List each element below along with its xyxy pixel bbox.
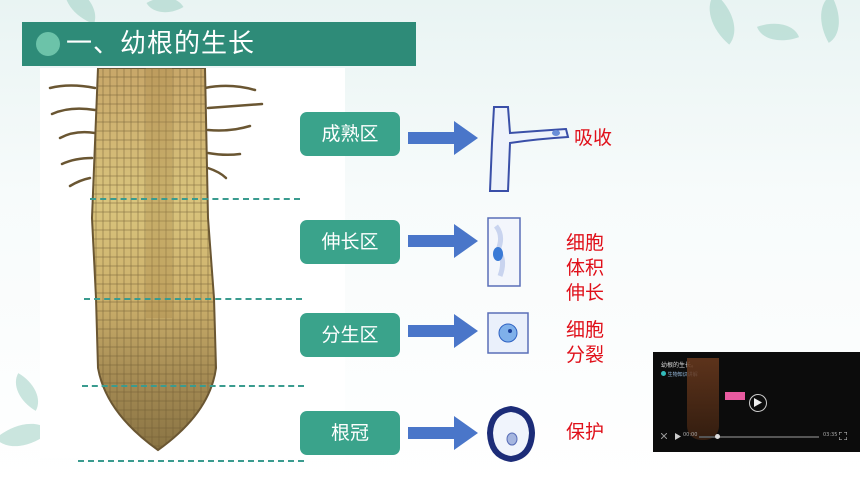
arrow-right-icon bbox=[408, 224, 478, 258]
video-thumbnail-root bbox=[687, 358, 719, 440]
function-label-mature: 吸收 bbox=[574, 127, 613, 149]
decorative-leaf bbox=[695, 0, 749, 45]
decorative-leaf bbox=[56, 0, 104, 24]
video-badge bbox=[725, 392, 745, 400]
arrow-right-icon bbox=[408, 121, 478, 155]
play-button[interactable] bbox=[749, 394, 767, 412]
decorative-leaf bbox=[756, 14, 800, 50]
title-bar: 一、幼根的生长 bbox=[22, 22, 416, 66]
video-player[interactable]: 幼根的生长。 生物知识讲解 00:00 03:35 bbox=[653, 352, 860, 452]
channel-icon bbox=[661, 371, 666, 376]
root-cap-cell-illustration bbox=[487, 406, 535, 462]
function-label-cap: 保护 bbox=[566, 421, 605, 443]
video-progress-track[interactable] bbox=[699, 436, 819, 438]
zone-boundary-line bbox=[78, 460, 304, 462]
elongation-cell-illustration bbox=[487, 217, 521, 287]
video-subtitle: 生物知识讲解 bbox=[661, 371, 698, 378]
decorative-leaf bbox=[808, 0, 852, 43]
play-icon bbox=[754, 398, 762, 407]
root-hair-cell-illustration bbox=[488, 106, 570, 192]
zone-label-mature: 成熟区 bbox=[300, 112, 400, 156]
arrow-right-icon bbox=[408, 416, 478, 450]
fullscreen-icon[interactable] bbox=[839, 432, 847, 440]
zone-label-cap: 根冠 bbox=[300, 411, 400, 455]
decorative-leaf bbox=[146, 0, 184, 23]
video-time-end: 03:35 bbox=[823, 432, 838, 438]
video-title: 幼根的生长。 bbox=[661, 362, 698, 369]
title-bullet-icon bbox=[36, 32, 60, 56]
zone-label-elongation: 伸长区 bbox=[300, 220, 400, 264]
close-icon[interactable] bbox=[661, 433, 667, 439]
video-play-small-icon[interactable] bbox=[675, 433, 681, 440]
video-time-start: 00:00 bbox=[683, 432, 698, 438]
zone-boundary-line bbox=[90, 198, 300, 200]
arrow-right-icon bbox=[408, 314, 478, 348]
page-title: 一、幼根的生长 bbox=[66, 29, 256, 59]
function-label-elongation: 细胞 体积 伸长 bbox=[566, 232, 605, 304]
video-progress-knob[interactable] bbox=[715, 434, 720, 439]
division-cell-illustration bbox=[487, 312, 529, 354]
zone-boundary-line bbox=[82, 385, 304, 387]
zone-boundary-line bbox=[84, 298, 302, 300]
zone-label-division: 分生区 bbox=[300, 313, 400, 357]
root-tip-illustration bbox=[40, 67, 345, 458]
function-label-division: 细胞 分裂 bbox=[566, 319, 605, 366]
